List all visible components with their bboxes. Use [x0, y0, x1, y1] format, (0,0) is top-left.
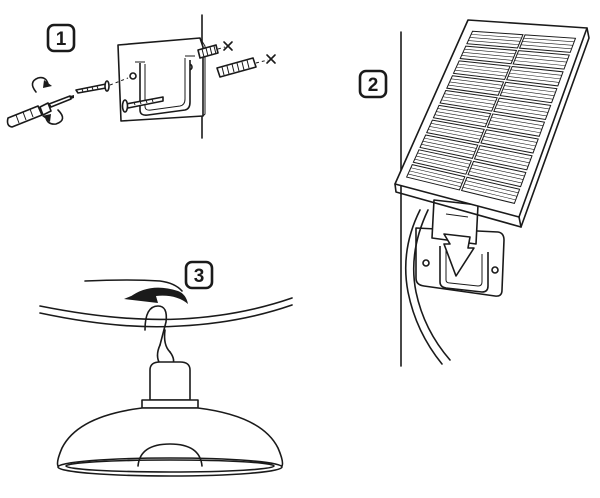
solar-cell-line — [469, 37, 521, 42]
screw-lower — [121, 96, 164, 113]
screwdriver-icon — [6, 76, 74, 128]
solar-cell-line — [508, 76, 560, 83]
step-2-number: 2 — [368, 75, 379, 96]
solar-cell-line — [520, 44, 572, 50]
solar-cell-line — [461, 55, 513, 61]
solar-cell-line — [490, 120, 542, 130]
solar-cell-line — [416, 155, 469, 168]
solar-cell-line — [410, 167, 464, 181]
solar-cell-line — [449, 81, 501, 89]
solar-cell-line — [429, 126, 482, 137]
solar-cell-line — [475, 155, 529, 167]
solar-cell-line — [434, 114, 487, 124]
step-3-badge: 3 — [184, 260, 214, 290]
hanging-rope — [39, 279, 293, 328]
pendant-lamp — [56, 361, 284, 477]
step-1-badge: 1 — [46, 23, 76, 53]
solar-cell-line — [510, 69, 562, 76]
solar-cell-line — [523, 37, 575, 43]
solar-cell-line — [407, 173, 461, 187]
solar-cell-line — [497, 101, 550, 110]
solar-cell-line — [457, 63, 509, 70]
wall-anchor-lower — [216, 54, 276, 78]
step-1-number: 1 — [56, 29, 67, 50]
solar-cell-line — [462, 52, 514, 58]
solar-cell-line — [522, 41, 573, 46]
solar-cell-line — [483, 136, 536, 147]
solar-cell-line — [424, 137, 477, 149]
solar-cell-line — [421, 144, 474, 156]
solar-cell-line — [515, 57, 567, 63]
solar-cell-line — [514, 60, 566, 66]
solar-cell-line — [417, 152, 471, 165]
hook-arrow-icon — [124, 287, 188, 304]
panel-cable — [404, 209, 451, 365]
solar-cell-line — [436, 111, 488, 121]
solar-cell-line — [422, 140, 476, 153]
solar-cell-line — [470, 167, 524, 180]
mounting-bracket — [117, 37, 206, 122]
lamp-hook — [144, 305, 175, 367]
solar-cell-line — [469, 171, 522, 184]
solar-cell-line — [471, 34, 522, 39]
solar-cells — [405, 30, 577, 204]
solar-cell-line — [448, 84, 500, 93]
solar-cell-line — [477, 151, 530, 164]
solar-cell-line — [462, 186, 516, 201]
solar-cell-line — [501, 91, 553, 100]
solar-cell-line — [478, 148, 531, 160]
step-2-panel: 2 — [358, 19, 590, 367]
solar-cell-line — [468, 40, 519, 45]
solar-cell-line — [502, 88, 555, 96]
solar-cell-line — [464, 183, 518, 197]
solar-cell-line — [472, 164, 525, 177]
solar-cell-line — [437, 108, 490, 118]
solar-cell-line — [454, 69, 506, 77]
solar-cell-line — [495, 107, 547, 117]
solar-cell-line — [465, 180, 519, 194]
solar-cell-line — [430, 122, 483, 133]
solar-cell-line — [488, 123, 541, 134]
screw-upper — [75, 77, 129, 94]
step-3-number: 3 — [194, 266, 205, 287]
solar-cell-line — [450, 78, 503, 86]
solar-cell-line — [491, 116, 544, 126]
solar-cell-line — [484, 132, 537, 143]
solar-cell-line — [496, 104, 549, 113]
solar-cell-line — [509, 72, 561, 80]
solar-cell-line — [444, 93, 496, 102]
step-1-panel: 1 — [6, 14, 276, 139]
step-2-badge: 2 — [358, 69, 388, 99]
solar-cell-line — [428, 129, 481, 140]
solar-cell-line — [414, 158, 468, 172]
solar-cell-line — [482, 139, 535, 150]
solar-cell-line — [409, 170, 463, 184]
solar-cell-line — [504, 85, 556, 93]
step-3-panel: 3 — [39, 260, 293, 477]
solar-cell-line — [442, 96, 495, 105]
solar-cell-line — [441, 99, 494, 109]
solar-cell-line — [517, 53, 568, 59]
solar-cell-line — [456, 66, 508, 74]
solar-cell-line — [464, 48, 516, 55]
wall-anchor-upper — [197, 41, 233, 59]
solar-panel — [394, 19, 590, 228]
